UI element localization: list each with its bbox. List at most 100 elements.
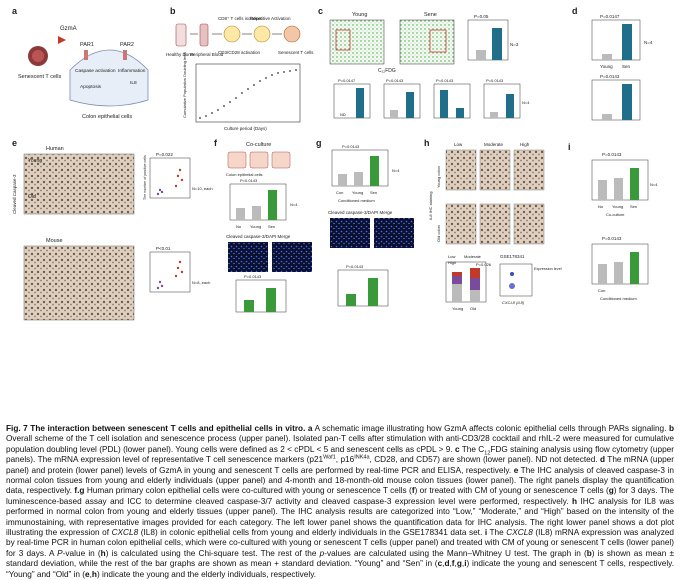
c-marker-bars: ND P=0.0147 P=0.0143 P=0.0143 P=0.0143 N… [333,78,530,119]
h-exp: Expression level [534,267,562,271]
i-p2: P=0.0143 [602,236,622,241]
h-stain: IL8 IHC staining [428,192,433,220]
f-p1: P=0.0143 [240,178,258,183]
caption-title: Fig. 7 The interaction between senescent… [6,424,306,433]
h-leg-mod: Moderate [464,254,482,259]
i-n: N=4 [650,182,658,187]
inflammation-label: Inflammation [118,68,146,74]
pdl-xlabel: Culture period (Days) [224,126,267,131]
i-cm: Conditioned medium [600,296,637,301]
gzma-arrow-icon [58,36,66,44]
c-p1: P=0.0147 [338,78,356,83]
g-young-icc [330,218,370,248]
h-moderate: Moderate [484,142,504,147]
f-young-icc [228,242,268,272]
figure-canvas: a GzmA Senescent T cells PAR1 PAR2 Caspa… [12,6,658,321]
c12fdg-bar-frame [467,19,509,61]
colon-label: Colon epithelial cells [82,114,132,120]
f-coculture-label: Co-culture [246,142,271,148]
f-no: No [236,224,242,229]
panel-g: g P=0.0143 N=4 Con Young Sen Conditioned… [316,138,414,307]
senescent-label: Senescent T cells [18,74,61,80]
flow-sene-label: Sene [424,12,437,18]
flow-xaxis: C₁₂FDG [378,68,396,74]
c-ns: N=4 [522,100,530,105]
e-n2: N=8, each [192,280,210,285]
h-high: High [520,142,530,147]
f-young: Young [250,224,261,229]
i-p1: P=0.0143 [602,152,622,157]
panel-d: d P=0.0147 N=4 Young Sen P=0.0143 [572,6,653,121]
i-no: No [598,204,604,209]
e-p1: P=0.022 [156,152,173,157]
pdl-plot-frame [195,63,301,123]
f-p2: P=0.0143 [244,274,262,279]
f-merge-label: Cleaved caspase-3/DAPI Merge [226,234,291,239]
d-young: Young [600,64,613,69]
e-mouse-ihc [23,245,135,321]
e-old-label: Old [28,194,36,200]
panel-a: a GzmA Senescent T cells PAR1 PAR2 Caspa… [12,6,149,120]
g-p1: P=0.0143 [342,144,360,149]
caption-body: a A schematic image illustrating how Gzm… [6,424,675,579]
d-mrna-frame [591,19,641,61]
pdl-ylabel: Cumulative Population Doubling level [182,52,187,118]
h-leg-high: High [448,260,456,265]
f-sen: Sen [268,224,275,229]
i-sen: Sen [630,204,637,209]
e-n1: N=10, each [192,186,213,191]
e-mouse-dotplot [149,251,191,293]
d-n: N=4 [644,40,653,45]
g-cm: Conditioned medium [338,198,375,203]
e-p2: P<0.01 [156,246,171,251]
donor-label: Healthy Donor [166,52,195,57]
panel-f: f Co-culture Colon epithelial cells P=0.… [214,138,312,313]
c-p3: P=0.0143 [436,78,454,83]
c-nd: ND [340,112,346,117]
panel-f-letter: f [214,138,218,148]
e-mouse-label: Mouse [46,238,63,244]
d-p2: P=0.0143 [600,74,620,79]
panel-h: h Low Moderate High Young colon Old colo… [424,138,562,311]
c-pval: P=0.05 [474,14,489,19]
panel-g-letter: g [316,138,322,148]
g-sen-icc [374,218,414,248]
c-p2: P=0.0143 [386,78,404,83]
il8-label: IL8 [130,80,137,86]
c-n: N=3 [510,42,519,47]
flow-sene-plot [399,19,455,65]
g-merge-label: Cleaved caspase-3/DAPI Merge [328,210,393,215]
g-young: Young [352,190,363,195]
panel-c: c Young Sene C₁₂FDG P=0.05 N=3 ND P=0.01… [318,6,530,119]
c-p4: P=0.0143 [486,78,504,83]
flow-young-label: Young [352,12,367,18]
panel-a-letter: a [12,6,18,16]
d-p1: P=0.0147 [600,14,620,19]
figure-7: a GzmA Senescent T cells PAR1 PAR2 Caspa… [12,6,658,321]
h-old-colon: Old colon [436,225,441,242]
h-young-colon: Young colon [436,166,441,188]
g-n: N=4 [392,168,400,173]
panel-d-letter: d [572,6,578,16]
f-caspase-frame [235,279,287,313]
e-ylabel: The number of positive cells [143,155,147,200]
f-n: N=4 [290,202,298,207]
panel-i: i P=0.0143 N=4 No Young Sen Co-culture P… [568,142,658,301]
e-human-dotplot [149,157,191,199]
h-gene: CXCL8 (IL8) [502,300,525,305]
i-young: Young [612,204,623,209]
panel-e: e Human Young Old Cleaved Caspase-3 P=0.… [12,138,213,321]
h-young: Young [452,306,463,311]
pbmc-label: Peripheral Blood [190,52,224,57]
g-con: Con [336,190,343,195]
donor-tube-icon [175,23,187,47]
h-low: Low [454,142,463,147]
apoptosis-label: Apoptosis [80,84,102,90]
f-colon-label: Colon epithelial cells [226,172,262,177]
e-stain-label: Cleaved Caspase-3 [12,174,17,214]
g-sen: Sen [370,190,377,195]
isolation-label: CD8⁺ T cells isolation [218,16,262,21]
h-leg-low: Low [448,254,455,259]
par2-label: PAR2 [120,42,134,48]
e-human-label: Human [46,146,64,152]
